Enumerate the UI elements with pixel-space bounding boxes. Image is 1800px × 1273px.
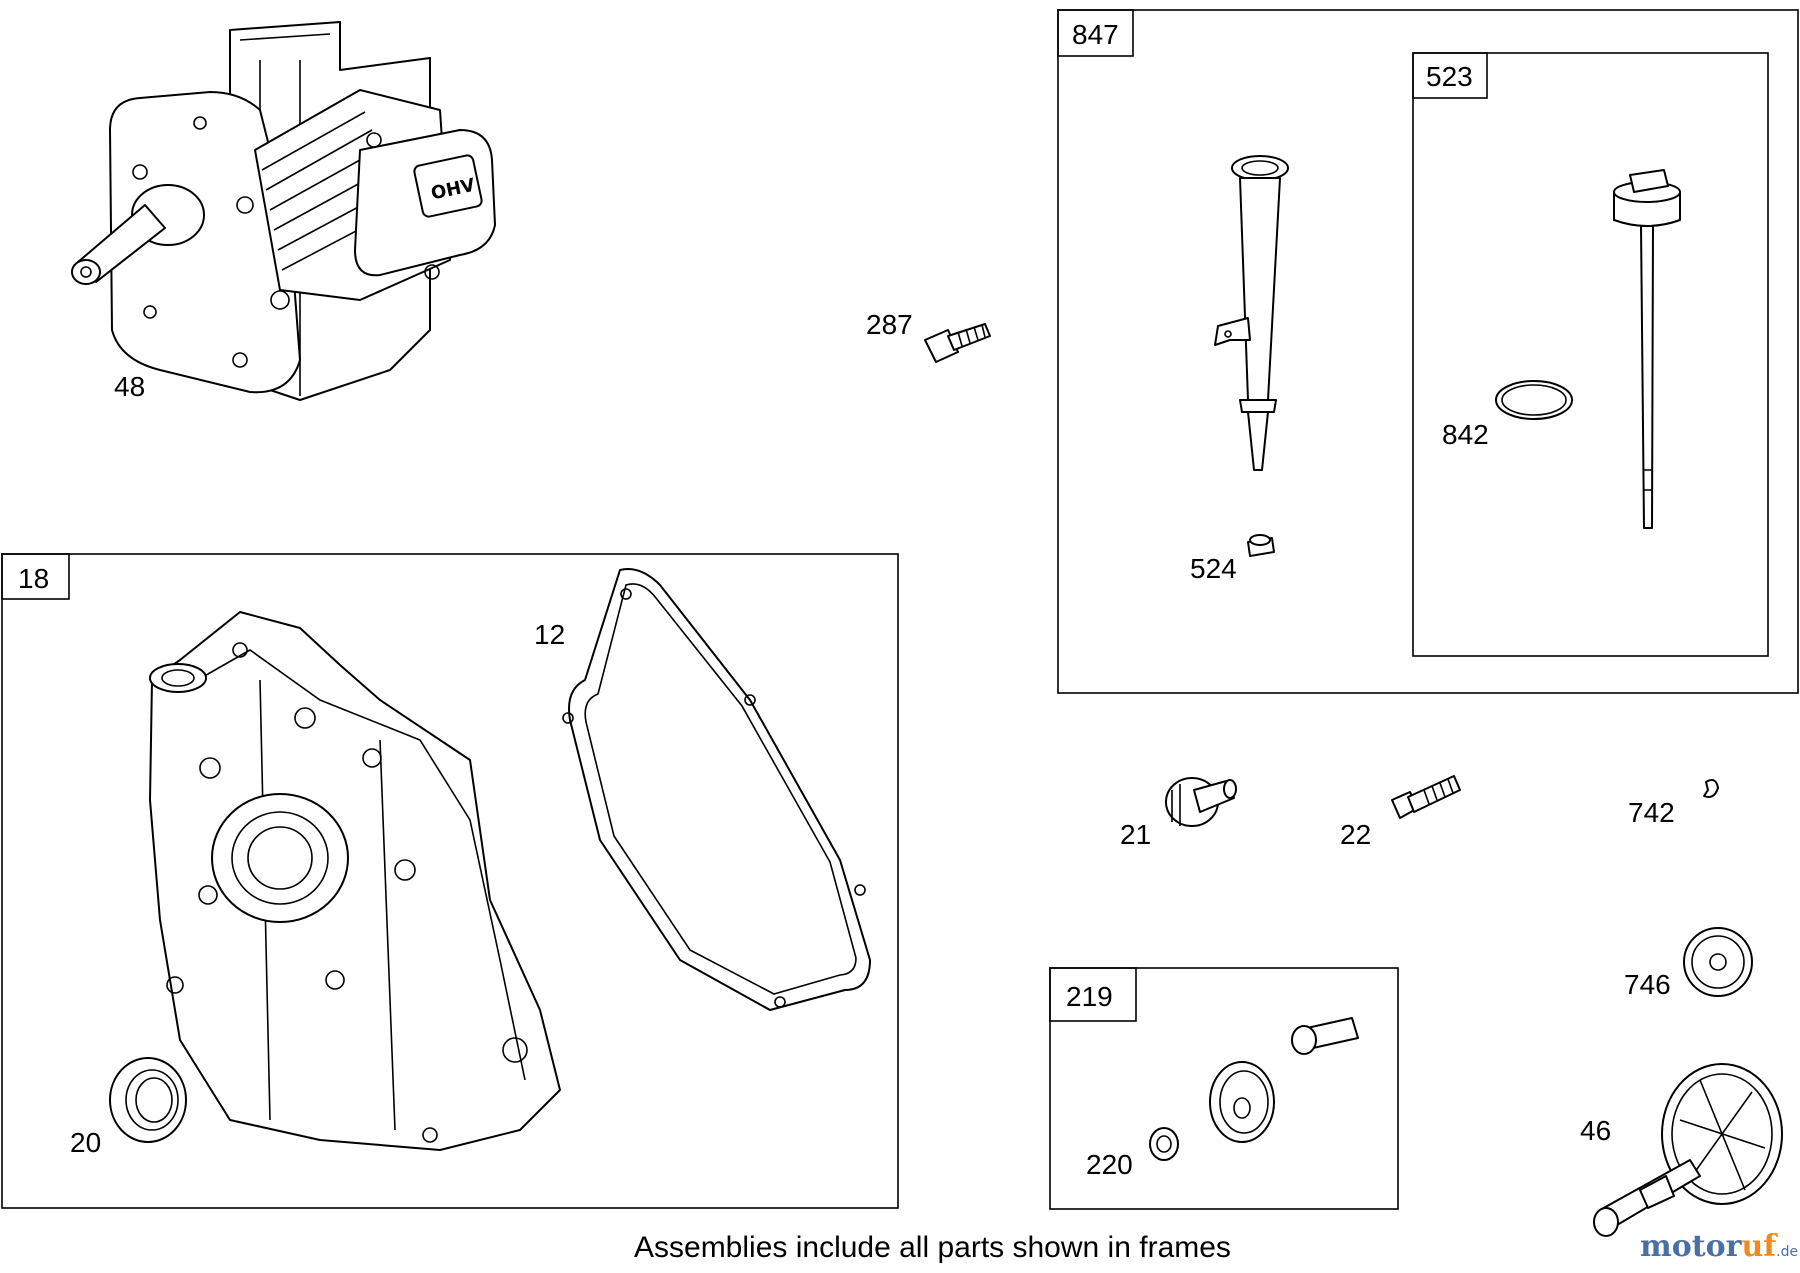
watermark-suffix: .de [1776,1244,1798,1260]
frame-label-18: 18 [18,563,49,594]
frame-label-219: 219 [1066,981,1113,1012]
frame-523: 523 [1412,52,1769,657]
watermark-logo: motoruf.de [1640,1229,1798,1264]
clip-742-illustration [1703,779,1719,798]
frame-847: 847 [1057,9,1799,694]
callout-842: 842 [1442,419,1489,450]
callout-12: 12 [534,619,565,650]
svg-text:motoruf.de: motoruf.de [1640,1229,1798,1264]
gasket-12-illustration [562,568,871,1011]
engine-block-illustration: OHV [71,21,496,401]
callout-524: 524 [1190,553,1237,584]
bolt-22-illustration [1391,775,1461,819]
callout-22: 22 [1340,819,1371,850]
o-ring-842-illustration [1495,380,1573,420]
plug-524-illustration [1247,534,1275,557]
watermark-text-a: motor [1640,1229,1743,1264]
callout-46: 46 [1580,1115,1611,1146]
callout-287: 287 [866,309,913,340]
gear-746-illustration [1683,927,1753,997]
frame-219: 219 [1049,967,1399,1210]
dipstick-illustration [1613,169,1681,529]
breather-21-illustration [1165,777,1237,827]
screw-287-illustration [924,323,991,363]
callout-21: 21 [1120,819,1151,850]
frame-label-523: 523 [1426,61,1473,92]
callout-48: 48 [114,371,145,402]
callout-220: 220 [1086,1149,1133,1180]
governor-219-illustration [1209,1017,1359,1143]
crankcase-cover-illustration [149,611,561,1151]
frame-label-847: 847 [1072,19,1119,50]
callout-742: 742 [1628,797,1675,828]
diagram-caption: Assemblies include all parts shown in fr… [634,1231,1231,1264]
oil-seal-20-illustration [109,1057,187,1143]
camshaft-46-illustration [1593,1063,1783,1237]
dipstick-tube-illustration [1214,155,1289,471]
callout-20: 20 [70,1127,101,1158]
frame-18: 18 [1,553,899,1209]
washer-220-illustration [1149,1127,1179,1161]
watermark-text-b: uf [1741,1229,1778,1264]
callout-746: 746 [1624,969,1671,1000]
